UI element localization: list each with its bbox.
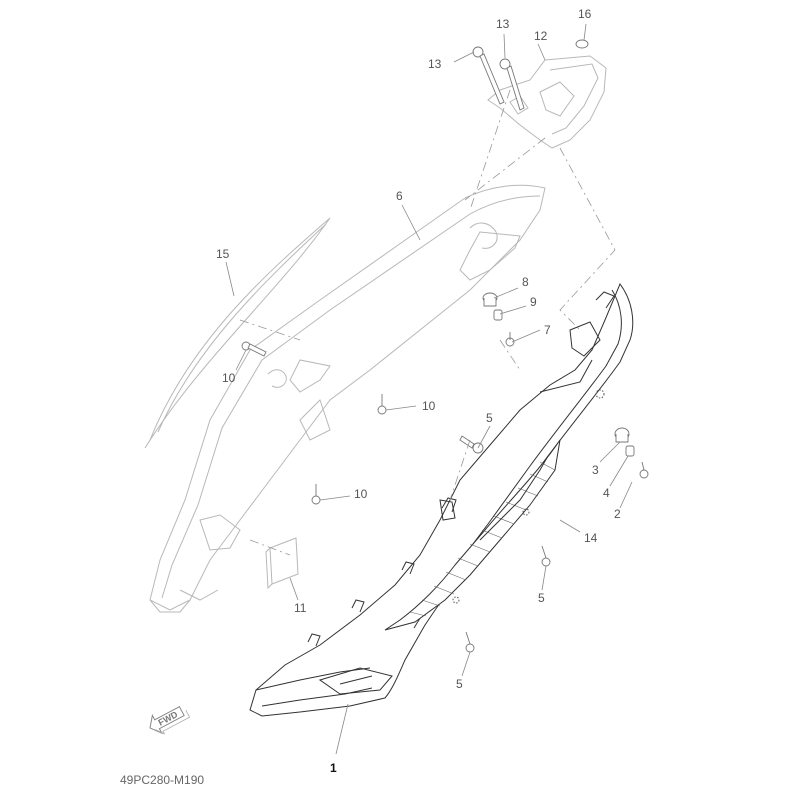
callout-5c: 5 xyxy=(456,677,463,691)
fastener-5b xyxy=(541,545,551,567)
fastener-8 xyxy=(482,292,498,307)
callout-6: 6 xyxy=(396,189,403,203)
fastener-13b xyxy=(499,58,525,111)
assembly-lines xyxy=(239,89,616,556)
fastener-5c xyxy=(465,631,475,653)
callout-5a: 5 xyxy=(486,411,493,425)
callout-13a: 13 xyxy=(428,57,442,71)
callout-13b: 13 xyxy=(496,17,510,31)
callout-2: 2 xyxy=(614,507,621,521)
diagram-code: 49PC280-M190 xyxy=(120,773,204,787)
callout-3: 3 xyxy=(592,463,599,477)
callout-9: 9 xyxy=(530,295,537,309)
fwd-arrow-icon: FWD xyxy=(149,706,191,735)
decal-hatch xyxy=(409,461,556,617)
part-12-bracket xyxy=(487,55,607,149)
fastener-10a xyxy=(241,341,267,357)
part-6-frame xyxy=(149,184,546,613)
fastener-7 xyxy=(505,332,515,347)
callout-labels: 1 2 3 4 5 5 5 5 6 7 8 9 10 10 10 10 11 1… xyxy=(216,7,621,775)
part-1-side-cover xyxy=(249,282,634,717)
callout-10a: 10 xyxy=(222,371,236,385)
callout-4: 4 xyxy=(603,486,610,500)
callout-12: 12 xyxy=(534,29,548,43)
fastener-2 xyxy=(639,461,649,479)
fastener-13a xyxy=(472,46,505,105)
fastener-4 xyxy=(625,445,635,457)
part-15-panel xyxy=(144,217,331,449)
callout-10c: 10 xyxy=(354,487,368,501)
fastener-3 xyxy=(614,427,630,443)
callout-15: 15 xyxy=(216,247,230,261)
fastener-10b xyxy=(377,394,387,415)
fastener-9 xyxy=(493,309,503,321)
callout-16: 16 xyxy=(578,7,592,21)
callout-14: 14 xyxy=(584,531,598,545)
callout-5b: 5 xyxy=(538,591,545,605)
leader-lines xyxy=(225,23,633,755)
callout-1: 1 xyxy=(330,761,337,775)
callout-7: 7 xyxy=(544,323,551,337)
callout-8: 8 xyxy=(522,275,529,289)
fastener-16 xyxy=(575,39,589,49)
fastener-10c xyxy=(311,484,321,505)
callout-10b: 10 xyxy=(422,399,436,413)
part-11-pad xyxy=(265,537,299,590)
callout-11: 11 xyxy=(294,601,307,615)
